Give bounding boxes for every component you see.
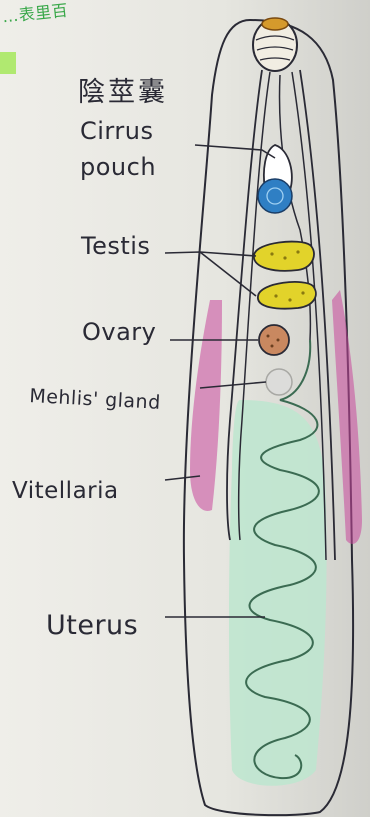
testis-lower (258, 282, 316, 309)
uterus-label: Uterus (46, 610, 138, 641)
corner-highlight (0, 52, 16, 74)
cirrus-label-line2: pouch (80, 149, 156, 185)
ovary-label: Ovary (82, 318, 156, 346)
vitellaria-left (190, 300, 222, 511)
scolex-mark (262, 18, 288, 30)
uterus-region (229, 400, 327, 786)
vitellaria-label: Vitellaria (12, 478, 119, 504)
cirrus-pouch-chinese-label: 陰莖囊 (78, 70, 168, 109)
cirrus-blue-body (258, 179, 292, 213)
cirrus-label-line1: Cirrus (80, 113, 156, 149)
cirrus-pouch-label: Cirrus pouch (80, 113, 156, 185)
mehlis-gland (266, 369, 292, 395)
testis-upper (254, 242, 314, 271)
ovary (259, 325, 289, 355)
testis-label: Testis (81, 232, 150, 260)
